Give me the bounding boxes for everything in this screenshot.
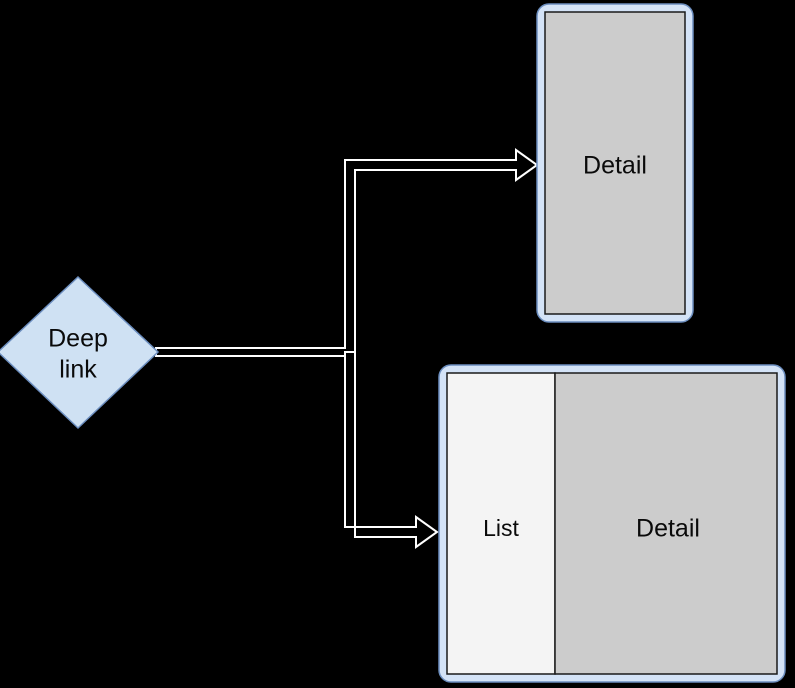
detail-pane-label: Detail bbox=[636, 515, 700, 543]
node-deep-link[interactable]: Deep link bbox=[0, 275, 160, 430]
connector-group bbox=[155, 148, 539, 549]
node-list-detail-tablet[interactable]: List Detail bbox=[438, 364, 786, 683]
edge-deeplink-to-list-detail[interactable] bbox=[344, 351, 439, 549]
edge-deeplink-to-detail-path bbox=[155, 148, 539, 357]
edge-deeplink-to-list-detail-path bbox=[344, 351, 439, 549]
list-pane-label: List bbox=[483, 515, 519, 541]
detail-pane[interactable] bbox=[554, 372, 778, 675]
edge-deeplink-to-detail[interactable] bbox=[155, 148, 539, 357]
deep-link-label-line2: link bbox=[59, 356, 97, 384]
detail-phone-label: Detail bbox=[583, 152, 647, 180]
node-detail-phone[interactable]: Detail bbox=[536, 3, 694, 323]
deep-link-label-line1: Deep bbox=[48, 325, 108, 353]
deep-link-diamond-shape bbox=[0, 275, 160, 430]
list-pane[interactable] bbox=[446, 372, 556, 675]
detail-phone-screen bbox=[544, 11, 686, 315]
